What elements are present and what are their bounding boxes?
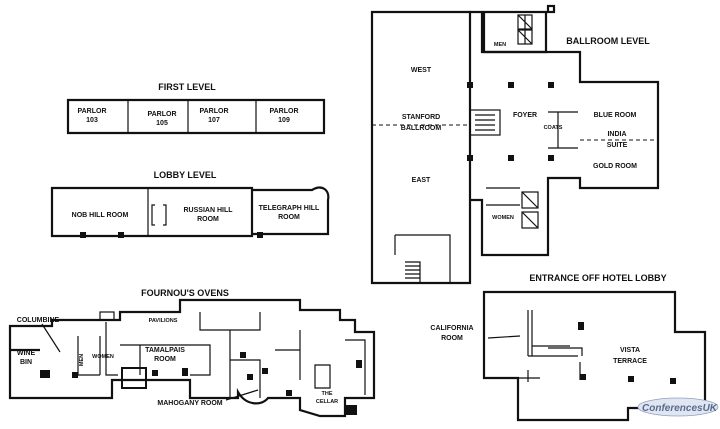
- first-level-outline: [66, 98, 326, 135]
- parlor-109[interactable]: PARLOR 109: [269, 108, 298, 124]
- entrance-outline: [482, 290, 707, 422]
- svg-text:ROOM: ROOM: [154, 356, 176, 363]
- ballroom-level-section: BALLROOM LEVEL WEST STANFORD BALLROOM: [370, 4, 660, 285]
- tamalpais-room[interactable]: TAMALPAIS ROOM: [145, 347, 185, 363]
- svg-text:SUITE: SUITE: [607, 142, 628, 149]
- svg-text:CELLAR: CELLAR: [316, 399, 338, 405]
- svg-text:BIN: BIN: [20, 359, 32, 366]
- lobby-level-title: LOBBY LEVEL: [154, 170, 217, 180]
- svg-text:WEST: WEST: [411, 67, 432, 74]
- svg-text:PARLOR: PARLOR: [77, 108, 106, 115]
- fournous-title: FOURNOU'S OVENS: [141, 288, 229, 298]
- svg-text:ConferencesUK: ConferencesUK: [642, 403, 718, 414]
- stanford-ballroom-outline: [370, 10, 472, 285]
- wine-bin-room[interactable]: WINE BIN: [17, 350, 36, 366]
- india-suite[interactable]: INDIA SUITE: [607, 131, 628, 149]
- svg-text:WOMEN: WOMEN: [492, 215, 514, 221]
- svg-text:109: 109: [278, 117, 290, 124]
- svg-text:TELEGRAPH HILL: TELEGRAPH HILL: [259, 205, 320, 212]
- mahogany-room[interactable]: MAHOGANY ROOM: [157, 400, 222, 407]
- svg-text:PARLOR: PARLOR: [269, 108, 298, 115]
- entrance-title: ENTRANCE OFF HOTEL LOBBY: [529, 273, 666, 283]
- svg-text:STANFORD: STANFORD: [402, 114, 440, 121]
- svg-text:INDIA: INDIA: [607, 131, 626, 138]
- columbine-leader: [41, 323, 61, 353]
- stanford-west[interactable]: WEST: [411, 67, 432, 74]
- coats-room[interactable]: COATS: [544, 125, 563, 131]
- svg-text:ROOM: ROOM: [278, 214, 300, 221]
- svg-text:WOMEN: WOMEN: [92, 354, 114, 360]
- entrance-section: ENTRANCE OFF HOTEL LOBBY CALIFORNIA ROOM…: [430, 273, 707, 422]
- svg-text:TAMALPAIS: TAMALPAIS: [145, 347, 185, 354]
- svg-text:GOLD ROOM: GOLD ROOM: [593, 163, 637, 170]
- svg-text:COLUMBINE: COLUMBINE: [17, 317, 60, 324]
- svg-text:105: 105: [156, 120, 168, 127]
- svg-text:RUSSIAN HILL: RUSSIAN HILL: [184, 207, 234, 214]
- conferences-uk-logo: ConferencesUK: [637, 397, 719, 417]
- pavilions-room[interactable]: PAVILIONS: [149, 318, 178, 324]
- svg-text:TERRACE: TERRACE: [613, 358, 647, 365]
- svg-text:MEN: MEN: [494, 42, 506, 48]
- svg-text:PARLOR: PARLOR: [199, 108, 228, 115]
- cellar-room[interactable]: THE CELLAR: [316, 391, 338, 405]
- ballroom-level-title: BALLROOM LEVEL: [566, 36, 650, 46]
- vista-terrace[interactable]: VISTA TERRACE: [613, 347, 647, 365]
- svg-text:BLUE ROOM: BLUE ROOM: [594, 112, 637, 119]
- svg-text:THE: THE: [322, 391, 333, 397]
- svg-text:NOB HILL ROOM: NOB HILL ROOM: [72, 212, 129, 219]
- russian-hill-room[interactable]: RUSSIAN HILL ROOM: [184, 207, 234, 223]
- ballroom-men-restroom[interactable]: MEN: [494, 42, 506, 48]
- stanford-east[interactable]: EAST: [412, 177, 431, 184]
- svg-text:EAST: EAST: [412, 177, 431, 184]
- svg-text:CALIFORNIA: CALIFORNIA: [430, 325, 473, 332]
- lobby-level-section: LOBBY LEVEL NOB HILL ROOM RUSSIAN HILL R…: [50, 170, 330, 238]
- stanford-ballroom-label[interactable]: STANFORD BALLROOM: [401, 114, 442, 132]
- mahogany-leader: [225, 389, 259, 401]
- fournous-women-restroom[interactable]: WOMEN: [92, 354, 114, 360]
- parlor-107[interactable]: PARLOR 107: [199, 108, 228, 124]
- svg-text:PAVILIONS: PAVILIONS: [149, 318, 178, 324]
- svg-text:WINE: WINE: [17, 350, 36, 357]
- svg-text:MEN: MEN: [79, 354, 85, 366]
- svg-text:COATS: COATS: [544, 125, 563, 131]
- california-leader: [487, 335, 521, 339]
- svg-text:MAHOGANY ROOM: MAHOGANY ROOM: [157, 400, 222, 407]
- first-level-section: FIRST LEVEL PARLOR 103 PARLOR 105 PARLOR…: [66, 82, 326, 135]
- columbine-room[interactable]: COLUMBINE: [17, 317, 60, 324]
- first-level-title: FIRST LEVEL: [158, 82, 216, 92]
- svg-text:PARLOR: PARLOR: [147, 111, 176, 118]
- lobby-left-outline: [50, 186, 254, 238]
- parlor-105[interactable]: PARLOR 105: [147, 111, 176, 127]
- svg-text:ROOM: ROOM: [441, 335, 463, 342]
- parlor-103[interactable]: PARLOR 103: [77, 108, 106, 124]
- svg-text:ROOM: ROOM: [197, 216, 219, 223]
- fournous-men-restroom[interactable]: MEN: [79, 354, 85, 366]
- blue-room[interactable]: BLUE ROOM: [594, 112, 637, 119]
- fournous-section: FOURNOU'S OVENS COLUMBINE WINE BIN: [8, 288, 376, 418]
- svg-text:BALLROOM: BALLROOM: [401, 125, 442, 132]
- lobby-right-outline: [252, 186, 330, 236]
- svg-text:103: 103: [86, 117, 98, 124]
- california-room[interactable]: CALIFORNIA ROOM: [430, 325, 473, 342]
- ballroom-women-restroom[interactable]: WOMEN: [492, 215, 514, 221]
- nob-hill-room[interactable]: NOB HILL ROOM: [72, 212, 129, 219]
- foyer[interactable]: FOYER: [513, 112, 537, 119]
- svg-text:FOYER: FOYER: [513, 112, 537, 119]
- svg-text:107: 107: [208, 117, 220, 124]
- gold-room[interactable]: GOLD ROOM: [593, 163, 637, 170]
- telegraph-hill-room[interactable]: TELEGRAPH HILL ROOM: [259, 205, 320, 221]
- svg-text:VISTA: VISTA: [620, 347, 640, 354]
